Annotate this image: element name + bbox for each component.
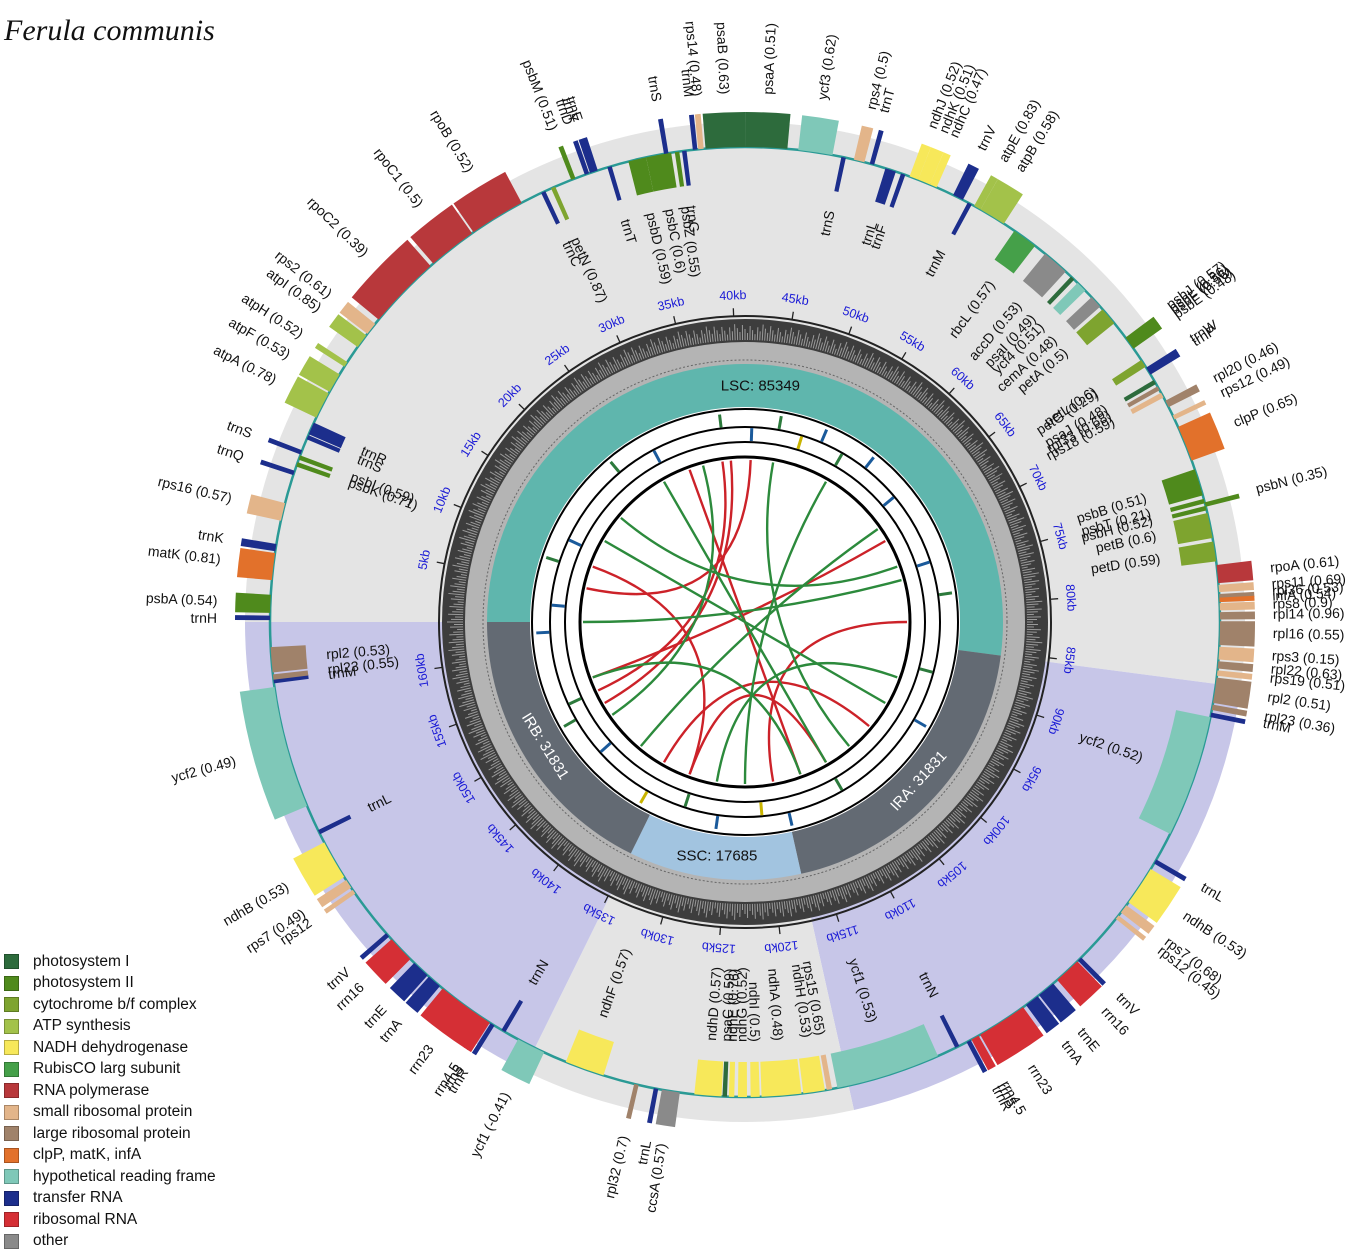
gene-label: psbM (0.51) bbox=[519, 57, 561, 132]
region-label: SSC: 17685 bbox=[676, 847, 757, 864]
gene-label: rpl32 (0.7) bbox=[601, 1134, 631, 1200]
gene-label: ycf1 (-0.41) bbox=[467, 1089, 513, 1159]
gene-label: psbN (0.35) bbox=[1254, 463, 1329, 497]
legend-item: NADH dehydrogenase bbox=[4, 1037, 216, 1059]
kb-tick-label: 40kb bbox=[719, 288, 747, 303]
gene-label: trnK bbox=[197, 526, 226, 546]
legend-item: RNA polymerase bbox=[4, 1080, 216, 1102]
gene-label: clpP (0.65) bbox=[1231, 390, 1300, 430]
legend-item: ATP synthesis bbox=[4, 1016, 216, 1038]
gene-label: rrn23 bbox=[1025, 1061, 1056, 1097]
gene-label: trnQ bbox=[215, 440, 246, 464]
legend-item: large ribosomal protein bbox=[4, 1123, 216, 1145]
legend-swatch bbox=[4, 1169, 19, 1184]
gene-label: rps16 (0.57) bbox=[156, 473, 233, 506]
legend-swatch bbox=[4, 1126, 19, 1141]
gene-label: psaB (0.63) bbox=[714, 22, 733, 95]
legend-label: RubisCO larg subunit bbox=[33, 1060, 180, 1078]
legend-swatch bbox=[4, 1234, 19, 1249]
gene-block bbox=[237, 548, 275, 580]
kb-tick-label: 125kb bbox=[701, 939, 736, 956]
gene-block bbox=[1220, 602, 1255, 611]
gene-label: trnV bbox=[973, 122, 999, 153]
legend-swatch bbox=[4, 1105, 19, 1120]
legend-item: small ribosomal protein bbox=[4, 1102, 216, 1124]
legend-item: RubisCO larg subunit bbox=[4, 1059, 216, 1081]
gene-label: ycf3 (0.62) bbox=[814, 33, 840, 101]
legend: photosystem I photosystem II cytochrome b/… bbox=[4, 951, 216, 1252]
legend-label: transfer RNA bbox=[33, 1189, 123, 1207]
gene-label: rpl16 (0.55) bbox=[1273, 625, 1345, 643]
legend-label: large ribosomal protein bbox=[33, 1125, 191, 1143]
legend-swatch bbox=[4, 1212, 19, 1227]
legend-swatch bbox=[4, 1083, 19, 1098]
legend-label: RNA polymerase bbox=[33, 1082, 149, 1100]
legend-swatch bbox=[4, 1191, 19, 1206]
gene-block bbox=[1219, 621, 1255, 646]
kb-tick-label: 80kb bbox=[1063, 584, 1079, 612]
gene-label: psbA (0.54) bbox=[146, 590, 218, 609]
gene-label: trnS bbox=[645, 75, 665, 103]
legend-label: photosystem I bbox=[33, 953, 130, 971]
gene-label: rrn23 bbox=[404, 1041, 436, 1077]
gene-label: ycf2 (0.49) bbox=[170, 753, 238, 786]
gene-block bbox=[235, 593, 271, 613]
gene-label: matK (0.81) bbox=[147, 543, 222, 567]
gene-label: rpoC2 (0.39) bbox=[304, 194, 372, 260]
legend-swatch bbox=[4, 1148, 19, 1163]
gene-block bbox=[798, 115, 839, 155]
gene-block bbox=[746, 112, 791, 149]
legend-swatch bbox=[4, 976, 19, 991]
gene-label: psaA (0.51) bbox=[760, 23, 779, 95]
legend-label: hypothetical reading frame bbox=[33, 1168, 216, 1186]
gene-label: rpoB (0.52) bbox=[427, 107, 477, 175]
legend-swatch bbox=[4, 1019, 19, 1034]
gene-block bbox=[235, 615, 270, 620]
legend-swatch bbox=[4, 1040, 19, 1055]
legend-swatch bbox=[4, 997, 19, 1012]
legend-item: cytochrome b/f complex bbox=[4, 994, 216, 1016]
gene-block bbox=[1220, 611, 1255, 619]
legend-item: hypothetical reading frame bbox=[4, 1166, 216, 1188]
gene-label: rpl14 (0.96) bbox=[1273, 605, 1345, 622]
gene-label: rpoC1 (0.5) bbox=[371, 145, 427, 211]
legend-item: ribosomal RNA bbox=[4, 1209, 216, 1231]
gene-block bbox=[760, 1059, 801, 1097]
gene-label: trnL bbox=[1198, 879, 1227, 905]
legend-item: clpP, matK, infA bbox=[4, 1145, 216, 1167]
legend-item: transfer RNA bbox=[4, 1188, 216, 1210]
legend-item: other bbox=[4, 1231, 216, 1252]
legend-label: NADH dehydrogenase bbox=[33, 1039, 188, 1057]
legend-label: ribosomal RNA bbox=[33, 1211, 137, 1229]
legend-swatch bbox=[4, 954, 19, 969]
legend-label: ATP synthesis bbox=[33, 1017, 131, 1035]
gene-block bbox=[750, 1062, 760, 1097]
gene-block bbox=[703, 112, 746, 149]
legend-label: cytochrome b/f complex bbox=[33, 996, 197, 1014]
gene-block bbox=[694, 1059, 723, 1096]
region-label: LSC: 85349 bbox=[721, 377, 800, 394]
legend-item: photosystem I bbox=[4, 951, 216, 973]
legend-item: photosystem II bbox=[4, 973, 216, 995]
gene-block bbox=[271, 645, 308, 672]
gene-block bbox=[738, 1062, 747, 1097]
legend-label: clpP, matK, infA bbox=[33, 1146, 141, 1164]
legend-label: photosystem II bbox=[33, 974, 134, 992]
gene-label: trnH bbox=[191, 610, 218, 626]
legend-swatch bbox=[4, 1062, 19, 1077]
legend-label: small ribosomal protein bbox=[33, 1103, 192, 1121]
gene-label: trnS bbox=[225, 417, 255, 441]
